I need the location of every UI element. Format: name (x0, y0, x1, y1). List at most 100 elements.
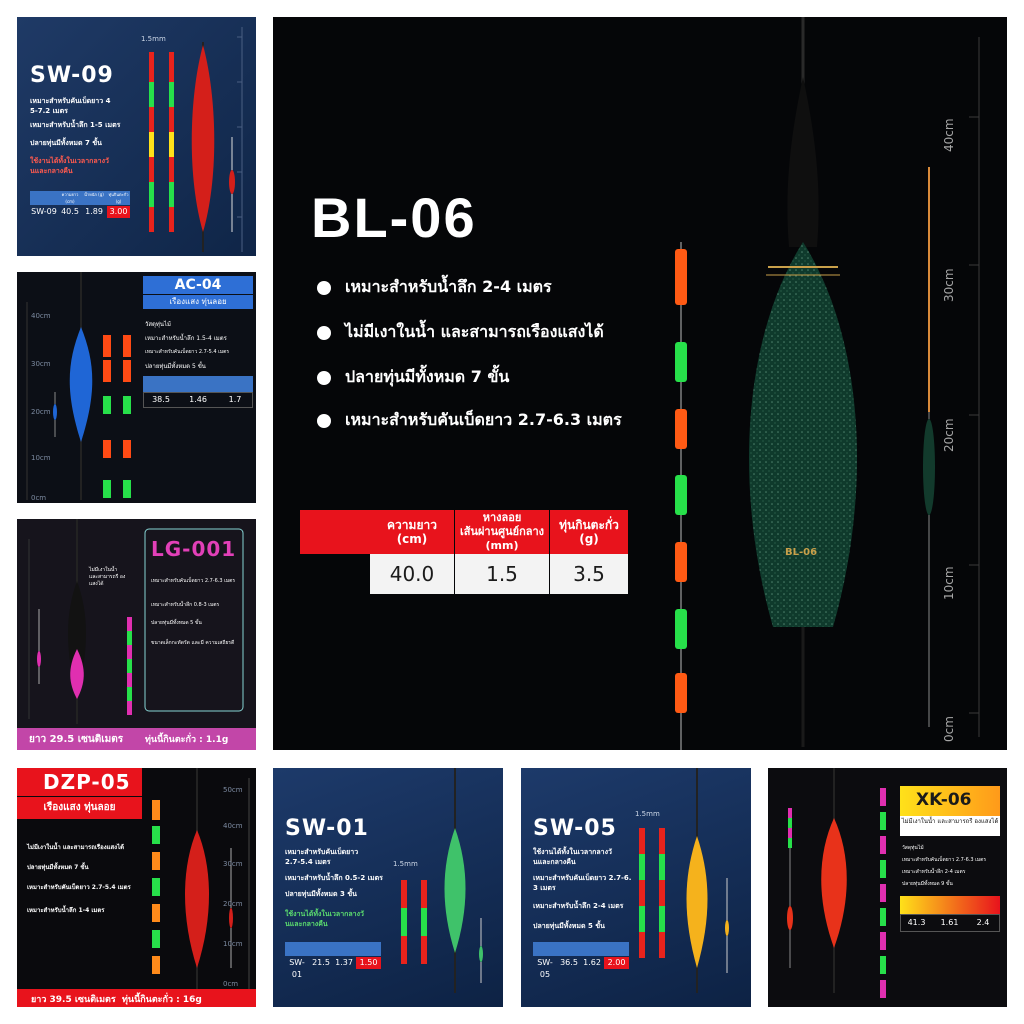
ac04-table-body (143, 392, 253, 408)
dzp05-line-1: ไม่มีเงาในน้ำ และสามารถเรืองแสงได้ (27, 844, 125, 851)
product-tile-dzp05[interactable]: DZP-05 เรืองแสง ทุ่นลอย ไม่มีเงาในน้ำ แล… (17, 768, 256, 1007)
sw09-tip-label: 1.5mm (141, 35, 166, 43)
dzp05-title: DZP-05 (43, 770, 131, 794)
ac04-subtitle: เรืองแสง ทุ่นลอย (143, 295, 253, 309)
sw05-line-2: นและกลางคืน (533, 858, 576, 866)
sw05-td-model: SW-05 (537, 958, 553, 979)
dzp05-line-4: เหมาะสำหรับน้ำลึก 1-4 เมตร (27, 907, 105, 914)
bl06-ruler-30: 30cm (942, 268, 956, 302)
bl06-bullet-2-text: ไม่มีเงาในน้ำ และสามารถเรืองแสงได้ (345, 322, 604, 341)
bl06-ruler-40: 40cm (942, 118, 956, 152)
ac04-td-weight: 1.46 (189, 395, 207, 404)
sw05-title: SW-05 (533, 816, 617, 841)
sw01-line-1: เหมาะสำหรับคันเบ็ดยาว (285, 848, 359, 856)
dzp05-ruler-30: 30cm (223, 860, 243, 868)
product-tile-lg001[interactable]: LG-001 ไม่มีเงาในน้ำ และสามารถรี องแสงได… (17, 519, 256, 750)
sw05-float-illustration (639, 768, 729, 993)
bl06-float-illustration (675, 17, 980, 750)
dzp05-ruler-10: 10cm (223, 940, 243, 948)
xk06-table-header (900, 896, 1000, 914)
lg001-footer-lead: ทุ่นนี้กินตะกั่ว : 1.1g (145, 735, 229, 745)
bl06-td-diameter: 1.5 (455, 554, 549, 594)
sw01-float-illustration (401, 768, 483, 993)
lg001-footer-length: ยาว 29.5 เซนติเมตร (29, 734, 124, 745)
ac04-ruler-10: 10cm (31, 454, 51, 462)
ac04-ruler-20: 20cm (31, 408, 51, 416)
dzp05-subtitle: เรืองแสง ทุ่นลอย (17, 797, 142, 819)
ac04-table-header (143, 376, 253, 392)
sw09-line-2: 5-7.2 เมตร (30, 107, 68, 115)
lg001-title: LG-001 (151, 537, 237, 561)
ac04-ruler-0: 0cm (31, 494, 47, 502)
sw09-td-model: SW-09 (31, 207, 57, 216)
sw05-td-lead: 2.00 (604, 957, 629, 969)
sw09-table-header (30, 191, 130, 205)
sw05-line-5: เหมาะสำหรับน้ำลึก 2-4 เมตร (533, 902, 624, 910)
bl06-float-label: BL-06 (785, 547, 818, 558)
dzp05-float-illustration (152, 768, 250, 993)
product-tile-sw09[interactable]: 1.5mm SW-09 เหมาะสำหรับคันเบ็ดยาว 4 5-7.… (17, 17, 256, 256)
sw01-title: SW-01 (285, 816, 369, 841)
bl06-td-length: 40.0 (370, 554, 454, 594)
ac04-line-3: เหมาะสำหรับคันเบ็ดยาว 2.7-5.4 เมตร (145, 349, 230, 355)
xk06-line-3: เหมาะสำหรับน้ำลึก 2-4 เมตร (902, 869, 966, 875)
sw09-title: SW-09 (30, 63, 114, 88)
lg001-line-1: เหมาะสำหรับคันเบ็ดยาว 2.7-6.3 เมตร (151, 578, 236, 584)
xk06-line-2: เหมาะสำหรับคันเบ็ดยาว 2.7-6.3 เมตร (902, 857, 987, 863)
xk06-line-4: ปลายทุ่นมีทั้งหมด 9 ขั้น (902, 881, 953, 887)
sw09-line-4: ปลายทุ่นมีทั้งหมด 7 ขั้น (30, 139, 102, 147)
bl06-table-row-blank (300, 554, 370, 594)
sw09-line-6: นและกลางคืน (30, 167, 73, 175)
xk06-td-lead: 2.4 (976, 918, 990, 927)
bl06-th-length: ความยาว (cm) (370, 510, 454, 554)
product-tile-ac04[interactable]: 40cm 30cm 20cm 10cm 0cm AC-04 เรืองแสง ท… (17, 272, 256, 503)
bl06-bullet-2: ไม่มีเงาในน้ำ และสามารถเรืองแสงได้ (317, 320, 604, 345)
lg001-note: ไม่มีเงาในน้ำ และสามารถรี องแสงได้ (89, 567, 126, 587)
ac04-float-illustration (26, 272, 131, 500)
sw01-line-4: ปลายทุ่นมีทั้งหมด 3 ขั้น (285, 890, 357, 898)
ac04-td-length: 38.5 (152, 395, 170, 404)
ac04-ruler-30: 30cm (31, 360, 51, 368)
sw09-td-weight: 1.89 (85, 207, 103, 216)
dzp05-line-3: เหมาะสำหรับคันเบ็ดยาว 2.7-5.4 เมตร (27, 884, 131, 891)
bl06-bullet-1: เหมาะสำหรับน้ำลึก 2-4 เมตร (317, 275, 552, 300)
sw01-td-weight: 1.37 (335, 958, 353, 967)
product-tile-bl06[interactable]: BL-06 40cm 30cm 20cm 10cm 0cm BL-06 เหมา… (273, 17, 1007, 750)
bl06-table-header-blank (300, 510, 370, 554)
bl06-title: BL-06 (311, 186, 477, 249)
product-tile-sw01[interactable]: 1.5mm SW-01 เหมาะสำหรับคันเบ็ดยาว 2.7-5.… (273, 768, 503, 1007)
sw01-line-3: เหมาะสำหรับน้ำลึก 0.5-2 เมตร (285, 874, 383, 882)
xk06-subtitle: ไม่มีเงาในน้ำ และสามารถรี องแสงได้ (900, 816, 1000, 836)
bl06-td-lead: 3.5 (550, 554, 628, 594)
sw09-th-length: ความยาว (cm) (61, 192, 79, 204)
bl06-th-diameter: หางลอย เส้นผ่านศูนย์กลาง (mm) (455, 510, 549, 554)
dzp05-ruler-20: 20cm (223, 900, 243, 908)
lg001-line-4: ขนาดเล็กกะทัดรัด และมี ความเสถียรดี (151, 640, 235, 646)
sw01-line-5: ใช้งานได้ทั้งในเวลากลางวั (285, 910, 364, 918)
sw09-th-weight: น้ำหนัก (g) (84, 192, 104, 197)
ac04-ruler-40: 40cm (31, 312, 51, 320)
sw05-tip-label: 1.5mm (635, 810, 660, 818)
dzp05-title-banner (17, 768, 142, 796)
bl06-bullet-3-text: ปลายทุ่นมีทั้งหมด 7 ขั้น (345, 367, 510, 386)
bl06-bullet-3: ปลายทุ่นมีทั้งหมด 7 ขั้น (317, 365, 509, 390)
sw05-td-length: 36.5 (560, 958, 578, 967)
ac04-line-4: ปลายทุ่นมีทั้งหมด 5 ขั้น (145, 363, 206, 370)
xk06-title: XK-06 (916, 790, 972, 810)
bl06-bullet-4: เหมาะสำหรับคันเบ็ดยาว 2.7-6.3 เมตร (317, 408, 622, 433)
sw09-th-lead: ทุ่นกินตะกั่ว (g) (108, 192, 129, 204)
bl06-bullet-1-text: เหมาะสำหรับน้ำลึก 2-4 เมตร (345, 277, 552, 296)
dzp05-footer-text: ยาว 39.5 เซนติเมตร ทุ่นนี้กินตะกั่ว : 16… (31, 995, 202, 1005)
product-tile-xk06[interactable]: XK-06 ไม่มีเงาในน้ำ และสามารถรี องแสงได้… (768, 768, 1007, 1007)
sw01-table-header (285, 942, 381, 956)
xk06-float-illustration (787, 768, 886, 998)
product-tile-sw05[interactable]: 1.5mm SW-05 ใช้งานได้ทั้งในเวลากลางวั นแ… (521, 768, 751, 1007)
sw09-td-length: 40.5 (61, 207, 79, 216)
sw09-line-5: ใช้งานได้ทั้งในเวลากลางวั (30, 157, 109, 165)
bullet-dot-icon (317, 413, 331, 428)
sw01-tip-label: 1.5mm (393, 860, 418, 868)
lg001-line-3: ปลายทุ่นมีทั้งหมด 5 ขั้น (151, 620, 202, 626)
bullet-dot-icon (317, 325, 331, 340)
sw01-td-model: SW-01 (289, 958, 305, 979)
sw09-td-lead: 3.00 (107, 206, 130, 218)
